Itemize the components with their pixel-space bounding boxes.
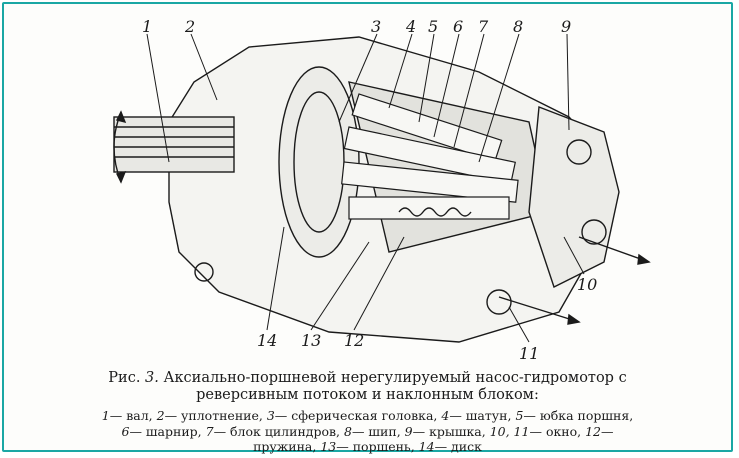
caption-line-2: реверсивным потоком и наклонным блоком: [196, 387, 539, 403]
callout-4: 4 [405, 17, 416, 36]
legend-text: — вал, [109, 408, 157, 423]
callout-10: 10 [577, 275, 597, 294]
callout-8: 8 [513, 17, 523, 36]
legend-num: 14 [418, 439, 435, 454]
legend-num: 10, 11 [489, 423, 530, 439]
legend-text: — шатун, [449, 408, 516, 423]
figure-caption: Рис. 3. Аксиально-поршневой нерегулируем… [4, 370, 731, 404]
callout-1: 1 [142, 17, 152, 36]
callout-11: 11 [519, 344, 539, 363]
callout-13: 13 [301, 331, 321, 350]
figure-number: 3. [145, 370, 159, 386]
legend-line-2: 6— шарнир, 7— блок цилиндров, 8— шип, 9—… [14, 424, 721, 440]
legend-num: 9 [404, 423, 413, 439]
legend-text: — [601, 423, 614, 439]
legend-text: — уплотнение, [164, 408, 267, 423]
legend-text: — окно, [529, 423, 586, 439]
callout-6: 6 [453, 17, 463, 36]
legend-text: — шип, [351, 423, 405, 439]
callout-12: 12 [344, 331, 364, 350]
legend-num: 5 [515, 408, 524, 423]
legend-num: 12 [585, 423, 601, 439]
legend-line-1: 1— вал, 2— уплотнение, 3— сферическая го… [14, 408, 721, 424]
legend-text: — блок цилиндров, [213, 423, 344, 439]
legend-text: — сферическая головка, [274, 408, 442, 423]
legend-text: пружина, [253, 439, 321, 454]
figure-prefix: Рис. [108, 370, 141, 386]
callout-9: 9 [561, 17, 571, 36]
callout-3: 3 [371, 17, 381, 36]
legend-num: 13 [320, 439, 337, 454]
callout-5: 5 [428, 17, 438, 36]
legend-num: 1 [101, 408, 110, 423]
callout-14: 14 [257, 331, 277, 350]
legend-text: — диск [434, 439, 482, 454]
page-frame: 1 2 3 4 5 6 7 8 9 10 11 12 13 14 Рис. 3.… [2, 2, 733, 455]
figure-legend: 1— вал, 2— уплотнение, 3— сферическая го… [14, 408, 721, 455]
legend-num: 4 [441, 408, 450, 423]
legend-text: — юбка поршня, [523, 408, 634, 423]
legend-line-3: пружина, 13— поршень, 14— диск [14, 439, 721, 455]
legend-num: 2 [156, 408, 165, 423]
legend-num: 8 [344, 423, 352, 439]
callout-2: 2 [184, 17, 195, 36]
caption-line-1: Рис. 3. Аксиально-поршневой нерегулируем… [4, 370, 731, 387]
legend-text: — поршень, [336, 439, 419, 454]
legend-text: — шарнир, [129, 423, 206, 439]
callout-7: 7 [478, 17, 489, 36]
legend-num: 3 [266, 408, 275, 423]
pump-drawing: 1 2 3 4 5 6 7 8 9 10 11 12 13 14 [113, 17, 651, 363]
figure-title-line1: Аксиально-поршневой нерегулируемый насос… [163, 370, 627, 386]
legend-num: 7 [205, 423, 214, 439]
legend-text: — крышка, [412, 423, 490, 439]
legend-num: 6 [121, 423, 130, 439]
